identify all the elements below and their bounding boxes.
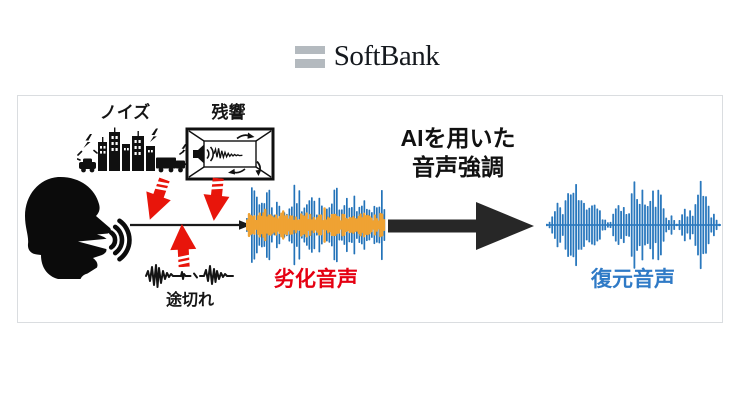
diagram-panel: ノイズ: [17, 95, 723, 323]
interrupted-waveform-icon: [144, 261, 236, 291]
reverb-room-icon: [185, 127, 275, 181]
reverb-label: 残響: [211, 103, 246, 122]
degraded-speech-label: 劣化音声: [274, 268, 358, 291]
city-noise-icon: [77, 127, 189, 177]
softbank-logo-bars-icon: [294, 45, 325, 68]
ai-process-title-line2: 音声強調: [412, 153, 504, 180]
signal-path-arrow-icon: [130, 218, 252, 232]
noise-label: ノイズ: [99, 103, 151, 122]
softbank-logo: SoftBank: [0, 42, 734, 71]
red-arrow-noise-icon: [135, 174, 178, 226]
softbank-logo-text: SoftBank: [333, 40, 440, 72]
restored-waveform: [546, 179, 721, 271]
process-right-arrow-icon: [388, 200, 536, 252]
restored-speech-label: 復元音声: [591, 268, 675, 291]
ai-process-title-line1: AIを用いた: [400, 125, 516, 151]
degraded-waveform: [246, 180, 386, 270]
shouting-head-icon: [24, 176, 132, 280]
red-arrow-dropout-icon: [167, 222, 199, 268]
dropout-label: 途切れ: [165, 292, 214, 309]
red-arrow-reverb-icon: [199, 177, 233, 224]
ai-process-title: AIを用いた 音声強調: [348, 124, 568, 182]
